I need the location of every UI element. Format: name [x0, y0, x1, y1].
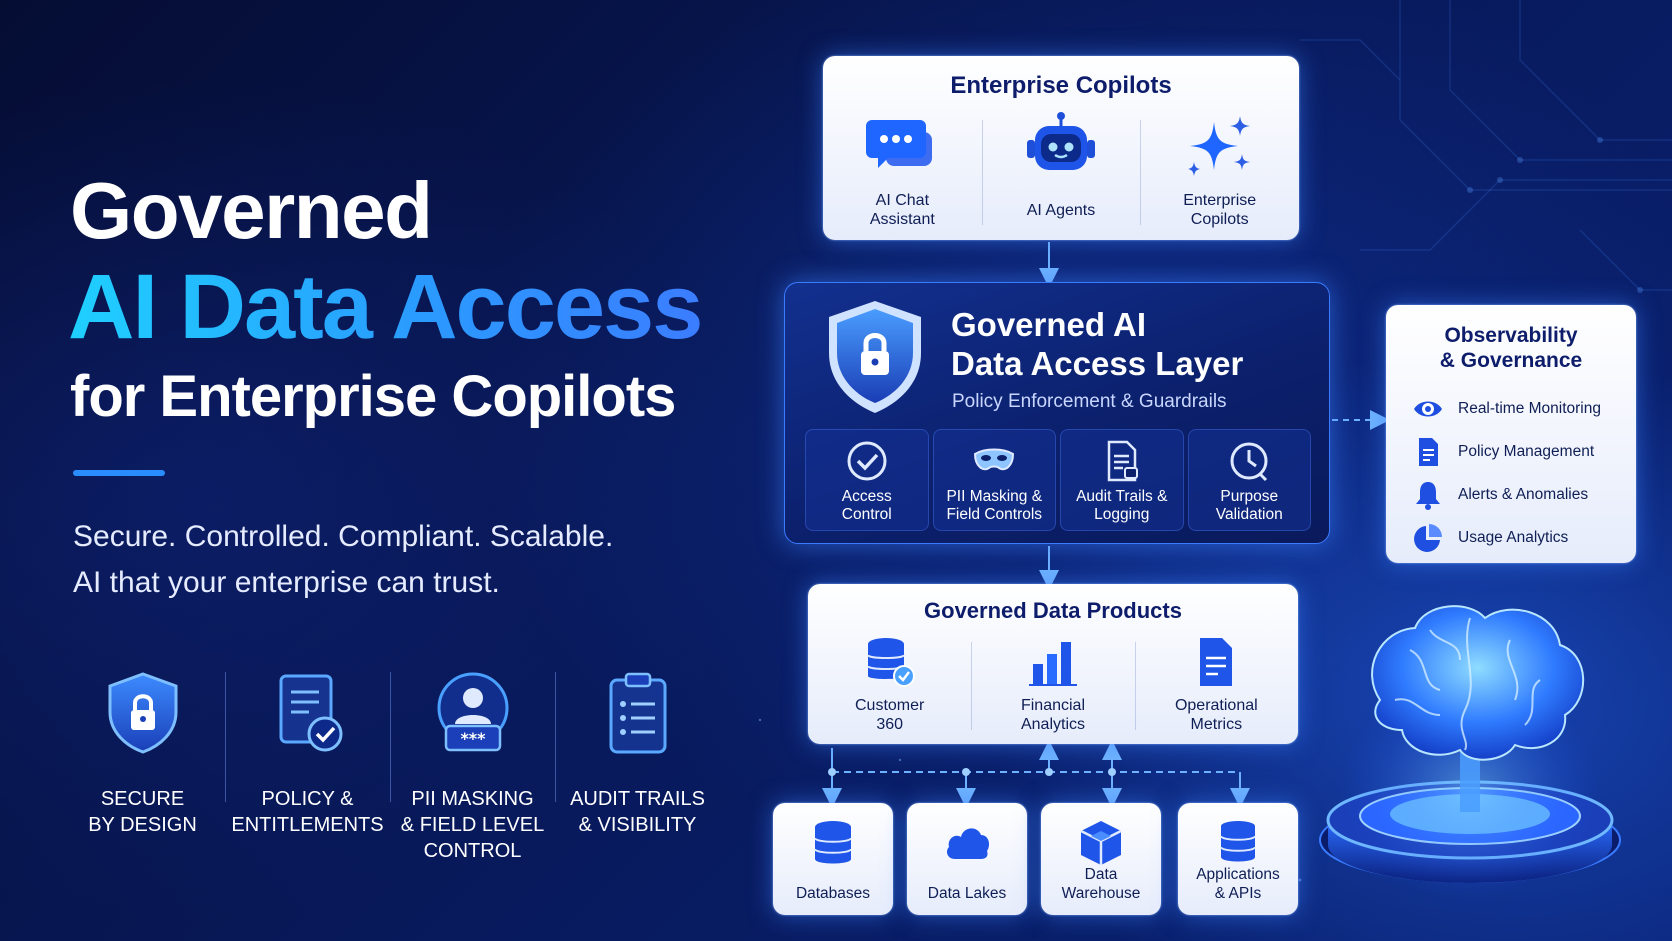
observability-item: Real-time Monitoring [1412, 387, 1601, 430]
hero-title-line3: for Enterprise Copilots [70, 364, 676, 429]
observability-item: Usage Analytics [1412, 516, 1601, 559]
copilot-ai-chat-assistant: AI Chat Assistant [823, 110, 982, 230]
observability-governance-card: Observability & Governance Real-time Mon… [1386, 305, 1636, 563]
sparkle-icon [1187, 116, 1250, 176]
layer-item-access-control: Access Control [805, 429, 929, 531]
observability-item-label: Policy Management [1458, 442, 1595, 460]
hero-divider [73, 470, 165, 476]
chat-bubble-icon [866, 120, 933, 168]
shield-lock-icon [108, 672, 177, 754]
robot-icon [1027, 112, 1095, 170]
copilot-label: AI Agents [1026, 201, 1096, 219]
layer-item-label: Access Control [841, 488, 892, 523]
user-mask-icon: *** [437, 672, 508, 752]
tagline-line1: Secure. Controlled. Compliant. Scalable. [73, 520, 614, 553]
layer-item-audit-trails: Audit Trails & Logging [1060, 429, 1184, 531]
tagline-line2: AI that your enterprise can trust. [73, 566, 500, 599]
card-title: Governed Data Products [924, 598, 1182, 623]
feature-label: SECURE BY DESIGN [88, 788, 197, 836]
document-check-icon [279, 674, 342, 752]
product-customer-360: Customer 360 [808, 634, 971, 734]
governed-data-products-card: Governed Data Products Customer 360 Fina… [808, 584, 1298, 744]
feature-label: AUDIT TRAILS & VISIBILITY [570, 788, 705, 836]
product-label: Customer 360 [854, 697, 925, 733]
layer-item-label: Purpose Validation [1215, 488, 1283, 523]
card-title: Enterprise Copilots [950, 72, 1172, 99]
svg-text:***: *** [460, 729, 486, 748]
copilot-ai-agents: AI Agents [981, 110, 1141, 230]
feature-audit-trails: AUDIT TRAILS & VISIBILITY [555, 668, 720, 868]
copilot-label: Enterprise Copilots [1183, 192, 1257, 228]
governed-data-access-layer: Governed AI Data Access Layer Policy Enf… [784, 282, 1330, 544]
feature-secure-by-design: SECURE BY DESIGN [60, 668, 225, 868]
layer-subtitle: Policy Enforcement & Guardrails [952, 391, 1227, 412]
clock-check-icon [1230, 442, 1268, 482]
product-financial-analytics: Financial Analytics [971, 634, 1134, 734]
observability-list: Real-time Monitoring Policy Management A… [1412, 387, 1601, 559]
layer-item-label: Audit Trails & Logging [1076, 488, 1168, 523]
observability-item: Alerts & Anomalies [1412, 473, 1601, 516]
ai-brain-hologram-illustration [1319, 605, 1621, 900]
server-stack-icon [1220, 821, 1256, 862]
eye-icon [1414, 401, 1442, 416]
observability-item-label: Real-time Monitoring [1458, 399, 1601, 417]
source-label: Databases [795, 885, 871, 902]
enterprise-copilots-card: Enterprise Copilots AI Chat Assistant AI… [823, 56, 1299, 240]
hero-title-line2: AI Data Access [68, 256, 703, 358]
layer-item-label: PII Masking & Field Controls [946, 488, 1043, 523]
observability-item-label: Alerts & Anomalies [1458, 485, 1589, 503]
layer-title: Governed AI Data Access Layer [951, 306, 1244, 382]
source-applications-apis: Applications & APIs [1178, 803, 1298, 915]
report-document-icon [1200, 638, 1233, 686]
card-title: Observability & Governance [1439, 324, 1583, 372]
database-check-icon [866, 638, 915, 687]
source-databases: Databases [773, 803, 893, 915]
observability-item: Policy Management [1412, 430, 1601, 473]
clipboard-list-icon [609, 672, 666, 754]
copilot-label: AI Chat Assistant [869, 192, 935, 228]
source-label: Data Warehouse [1061, 866, 1141, 902]
source-label: Applications & APIs [1196, 866, 1280, 902]
shield-lock-icon [829, 301, 921, 413]
layer-item-pii-masking: PII Masking & Field Controls [932, 429, 1056, 531]
observability-item-label: Usage Analytics [1458, 528, 1569, 546]
cloud-icon [947, 828, 989, 859]
feature-label: POLICY & ENTITLEMENTS [231, 788, 384, 836]
document-icon [1419, 437, 1438, 466]
check-circle-icon [847, 441, 887, 481]
cube-icon [1080, 821, 1122, 865]
product-operational-metrics: Operational Metrics [1134, 634, 1298, 734]
source-label: Data Lakes [927, 885, 1007, 902]
audit-document-icon [1107, 440, 1138, 482]
bar-chart-icon [1028, 642, 1077, 686]
mask-icon [974, 448, 1015, 471]
pie-chart-icon [1414, 523, 1442, 552]
feature-pii-masking: *** PII MASKING & FIELD LEVEL CONTROL [390, 668, 555, 868]
database-icon [814, 821, 852, 864]
layer-item-purpose-validation: Purpose Validation [1187, 429, 1311, 531]
bell-icon [1416, 481, 1440, 510]
source-data-lakes: Data Lakes [907, 803, 1027, 915]
feature-policy-entitlements: POLICY & ENTITLEMENTS [225, 668, 390, 868]
source-data-warehouse: Data Warehouse [1041, 803, 1161, 915]
copilot-enterprise-copilots: Enterprise Copilots [1140, 110, 1299, 230]
feature-label: PII MASKING & FIELD LEVEL CONTROL [400, 788, 545, 862]
product-label: Financial Analytics [1020, 697, 1085, 733]
product-label: Operational Metrics [1174, 697, 1258, 733]
hero-title-line1: Governed [70, 166, 433, 255]
feature-list: SECURE BY DESIGN POLICY & ENTITLEMENTS *… [60, 668, 720, 868]
